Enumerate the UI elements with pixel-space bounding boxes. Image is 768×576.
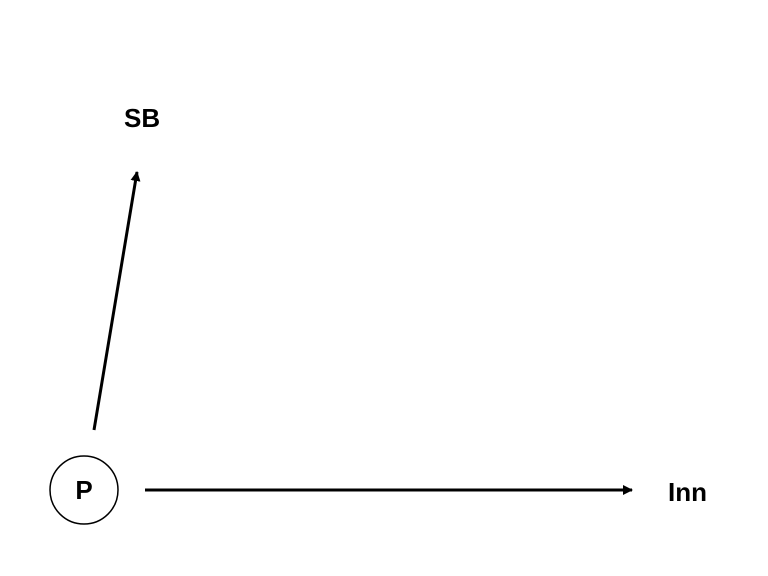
node-p-circle	[49, 455, 119, 525]
node-inn-label: Inn	[668, 477, 707, 507]
arrow-p-to-sb	[92, 171, 141, 431]
node-sb-label: SB	[124, 103, 160, 133]
node-p-label: P	[75, 475, 92, 505]
